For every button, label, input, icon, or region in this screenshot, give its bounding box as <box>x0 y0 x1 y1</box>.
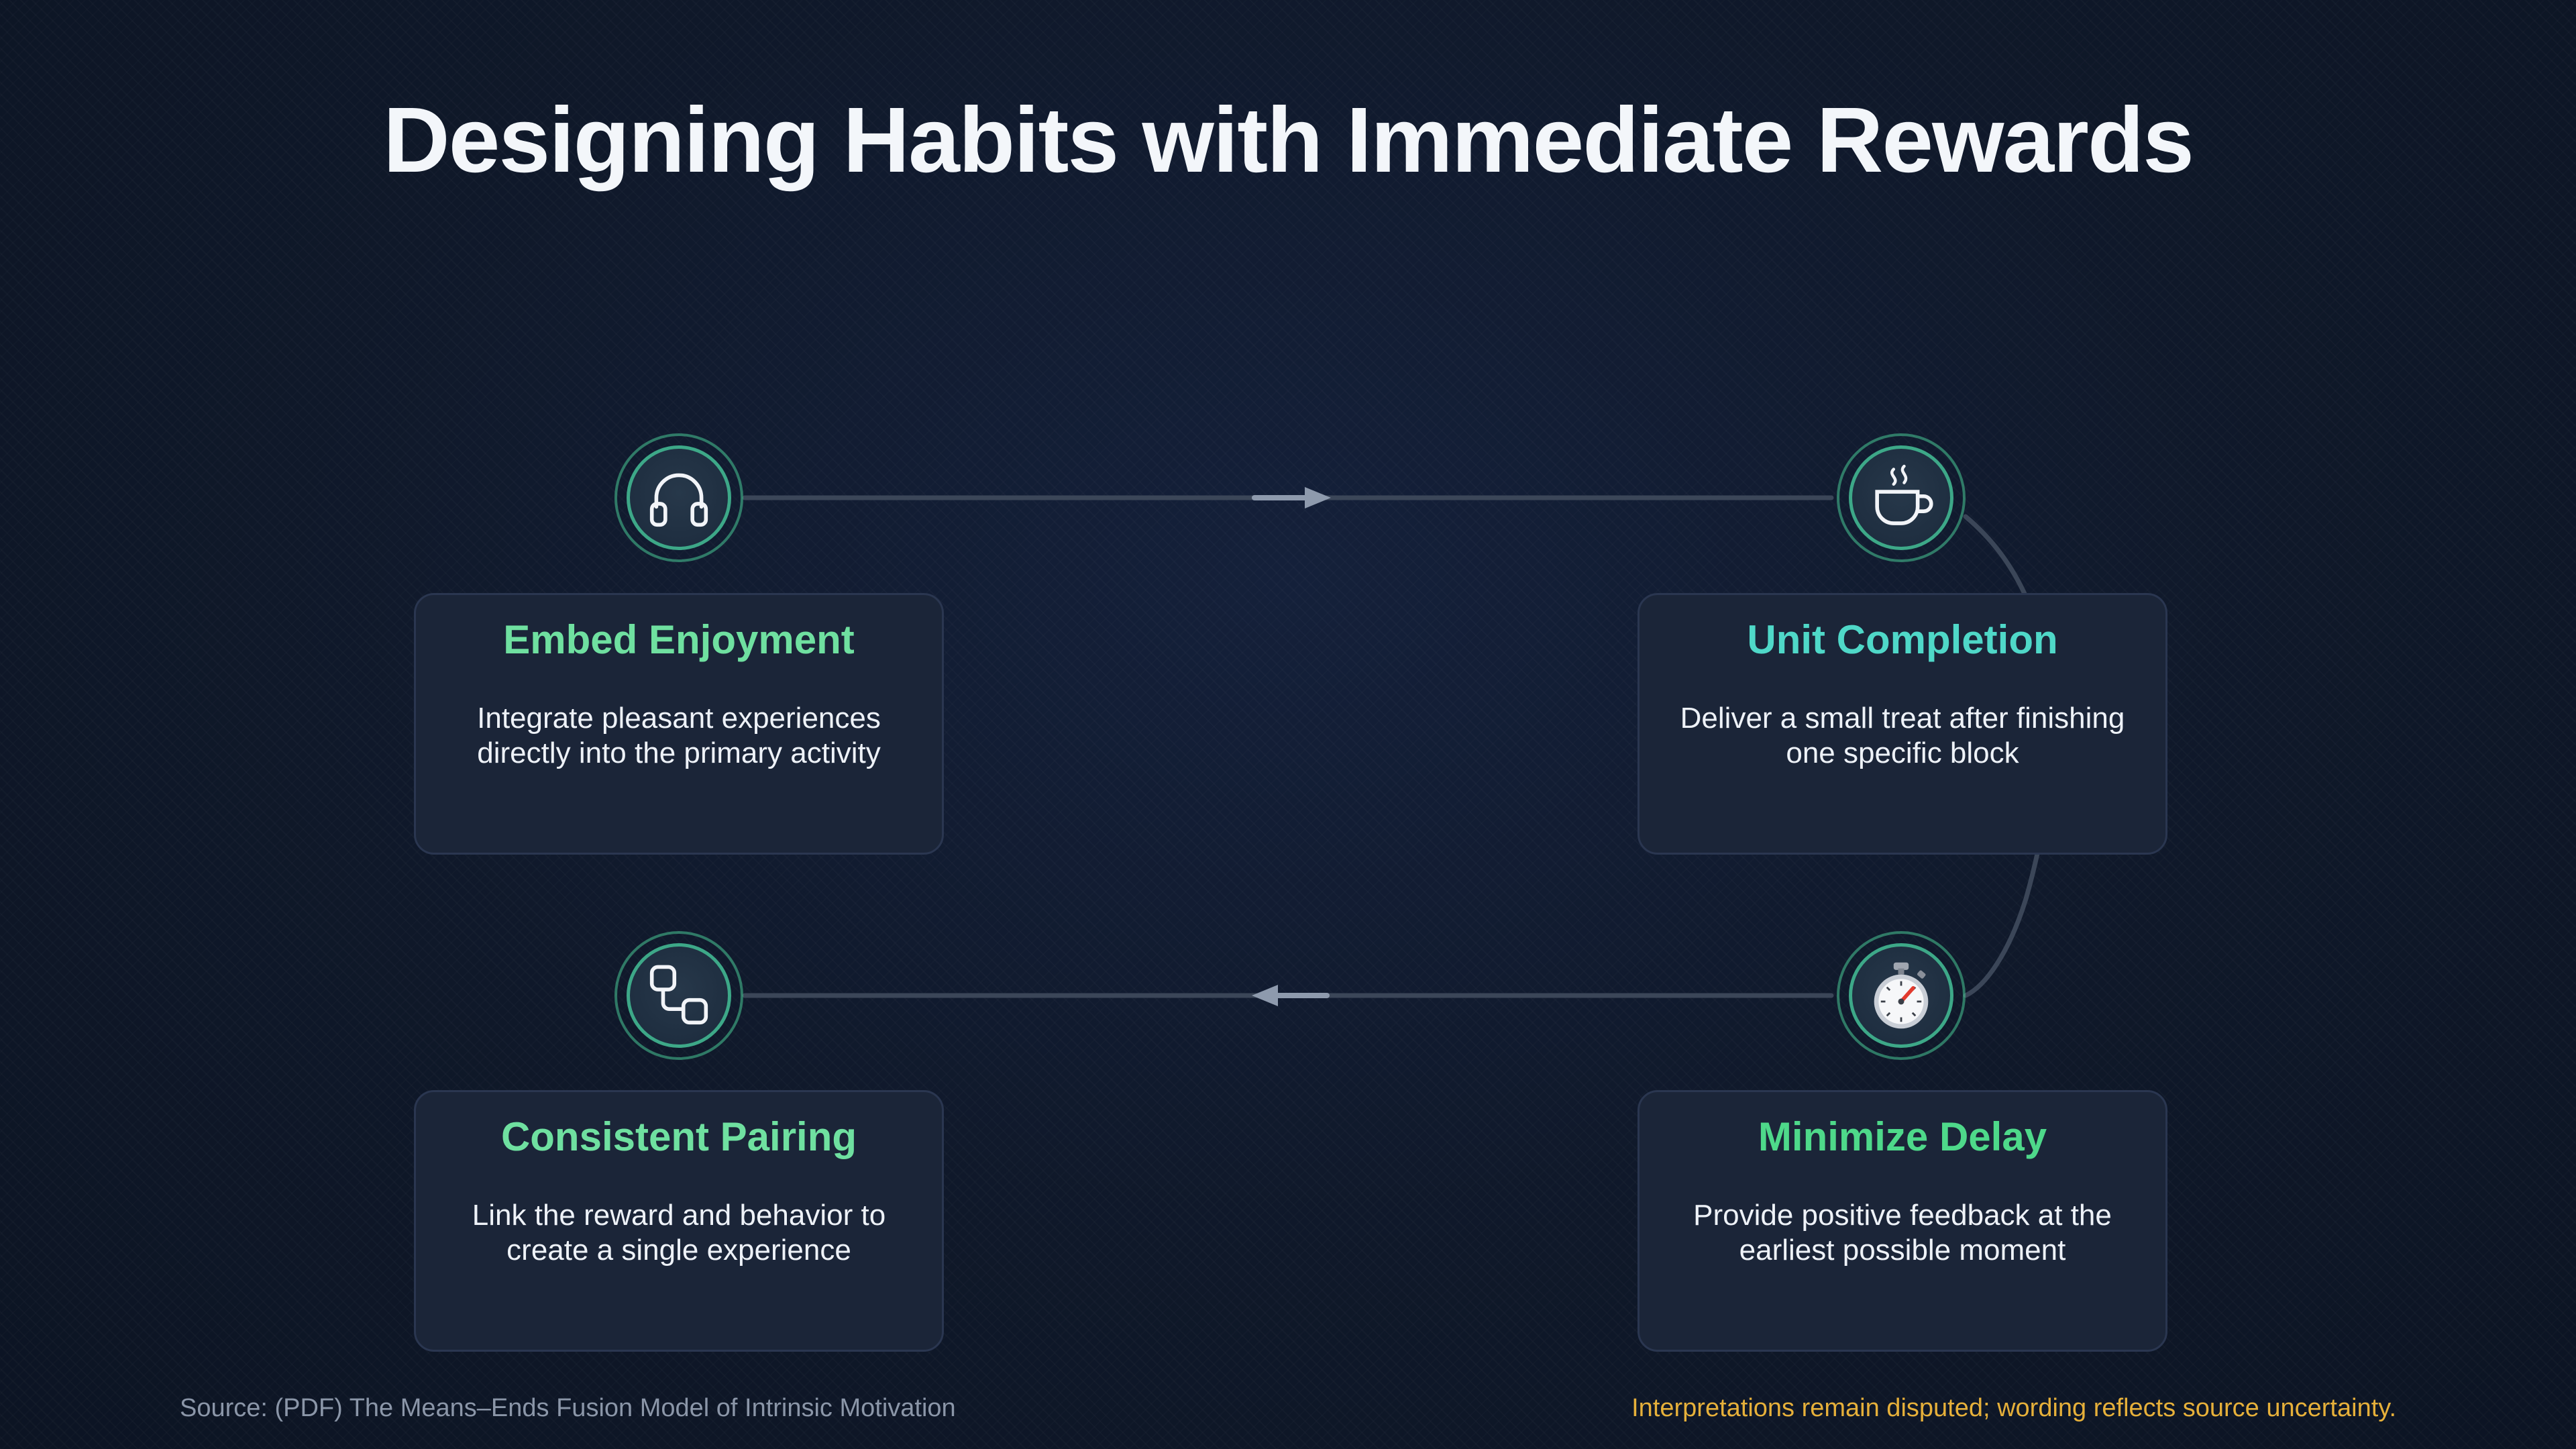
step-1-title: Embed Enjoyment <box>503 617 855 662</box>
step-3-node <box>1837 931 1966 1060</box>
step-4-node <box>614 931 743 1060</box>
step-2-title: Unit Completion <box>1747 617 2058 662</box>
source-citation: Source: (PDF) The Means–Ends Fusion Mode… <box>180 1394 956 1422</box>
page-title: Designing Habits with Immediate Rewards <box>383 89 2194 192</box>
step-3-title: Minimize Delay <box>1758 1114 2047 1159</box>
step-card-unit-completion: Unit Completion Deliver a small treat af… <box>1638 593 2167 855</box>
step-1-node <box>614 433 743 562</box>
step-card-minimize-delay: Minimize Delay Provide positive feedback… <box>1638 1090 2167 1352</box>
arrow-right-icon <box>1252 487 1331 508</box>
step-1-description: Integrate pleasant experiences directly … <box>477 702 881 769</box>
step-card-embed-enjoyment: Embed Enjoyment Integrate pleasant exper… <box>414 593 944 855</box>
arrow-left-icon <box>1252 985 1330 1006</box>
step-card-consistent-pairing: Consistent Pairing Link the reward and b… <box>414 1090 944 1352</box>
step-4-title: Consistent Pairing <box>500 1114 857 1159</box>
disclaimer-note: Interpretations remain disputed; wording… <box>1631 1394 2396 1422</box>
headphones-icon <box>649 473 708 527</box>
linked-squares-icon <box>649 965 708 1025</box>
coffee-cup-icon <box>1875 464 1933 525</box>
step-3-description: Provide positive feedback at the earlies… <box>1693 1199 2112 1267</box>
step-4-description: Link the reward and behavior to create a… <box>472 1199 886 1267</box>
step-2-node <box>1837 433 1966 562</box>
stopwatch-icon <box>1874 962 1929 1029</box>
step-2-description: Deliver a small treat after finishing on… <box>1680 702 2125 769</box>
